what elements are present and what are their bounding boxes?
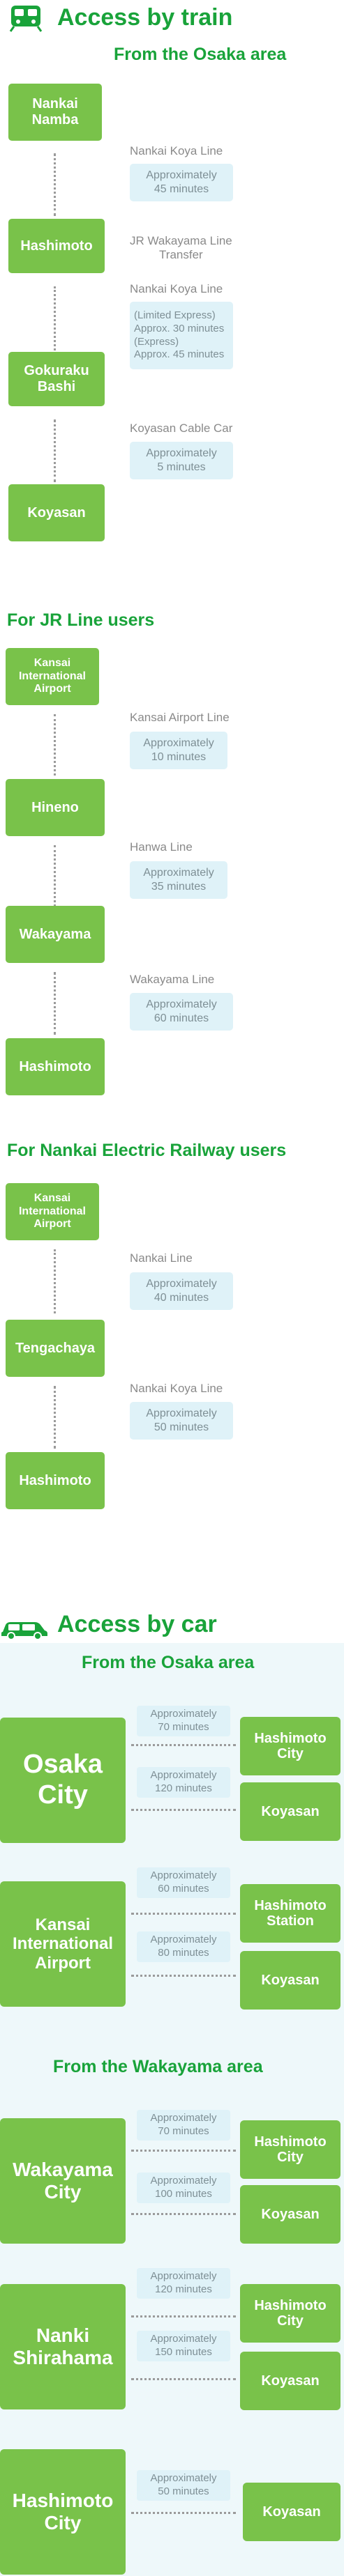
route-connector [54, 153, 56, 216]
station-hashimoto: Hashimoto [8, 219, 105, 273]
route-connector [54, 1249, 56, 1313]
jr-users-heading: For JR Line users [7, 610, 155, 630]
travel-time-badge: Approximately 5 minutes [130, 442, 233, 479]
station-hineno: Hineno [6, 779, 105, 836]
travel-time-badge: Approximately 100 minutes [137, 2173, 230, 2203]
wakayama-car-heading: From the Wakayama area [53, 2057, 263, 2076]
nankai-users-heading: For Nankai Electric Railway users [7, 1141, 287, 1160]
origin-wakayama-city: Wakayama City [0, 2118, 126, 2244]
route-connector [131, 1809, 236, 1811]
travel-time-badge: Approximately 40 minutes [130, 1272, 233, 1310]
line-koyasan-cable: Koyasan Cable Car [130, 422, 233, 435]
route-connector [54, 286, 56, 350]
route-connector [54, 714, 56, 776]
line-hanwa: Hanwa Line [130, 840, 193, 854]
line-nankai-koya: Nankai Koya Line [130, 1382, 223, 1395]
station-tengachaya: Tengachaya [6, 1320, 105, 1377]
station-hashimoto: Hashimoto [6, 1452, 105, 1509]
route-connector [131, 2512, 236, 2514]
osaka-train-heading: From the Osaka area [114, 45, 287, 64]
station-koyasan: Koyasan [8, 484, 105, 541]
line-nankai-koya: Nankai Koya Line [130, 282, 223, 295]
line-kansai-airport: Kansai Airport Line [130, 711, 230, 724]
destination-hashimoto-city: Hashimoto City [240, 1717, 341, 1775]
travel-time-badge: Approximately 120 minutes [137, 1767, 230, 1798]
route-connector [54, 419, 56, 482]
travel-time-badge: Approximately 70 minutes [137, 2110, 230, 2141]
travel-time-badge: Approximately 150 minutes [137, 2331, 230, 2361]
route-connector [131, 1913, 236, 1915]
origin-kansai-airport: Kansai International Airport [0, 1881, 126, 2007]
transfer-note: JR Wakayama Line Transfer [130, 234, 232, 261]
route-connector [131, 1975, 236, 1977]
destination-koyasan: Koyasan [240, 1782, 341, 1841]
station-hashimoto: Hashimoto [6, 1038, 105, 1095]
route-connector [54, 845, 56, 907]
route-connector [131, 1744, 236, 1746]
travel-time-badge: Approximately 70 minutes [137, 1706, 230, 1736]
route-connector [131, 2213, 236, 2215]
travel-time-badge: Approximately 35 minutes [130, 861, 227, 899]
route-connector [131, 2315, 236, 2317]
route-connector [54, 972, 56, 1035]
travel-time-badge: Approximately 50 minutes [137, 2470, 230, 2501]
train-icon [8, 4, 43, 32]
line-wakayama: Wakayama Line [130, 973, 215, 986]
destination-koyasan: Koyasan [240, 2352, 341, 2410]
line-nankai: Nankai Line [130, 1251, 193, 1265]
origin-osaka-city: Osaka City [0, 1718, 126, 1843]
destination-hashimoto-station: Hashimoto Station [240, 1884, 341, 1943]
travel-time-badge: Approximately 60 minutes [137, 1867, 230, 1898]
destination-koyasan: Koyasan [240, 1951, 341, 2010]
station-kansai-airport: Kansai International Airport [6, 648, 99, 705]
origin-hashimoto-city: Hashimoto City [0, 2449, 126, 2575]
destination-hashimoto-city: Hashimoto City [240, 2284, 341, 2343]
travel-time-badge: Approximately 80 minutes [137, 1931, 230, 1962]
travel-time-badge: Approximately 60 minutes [130, 993, 233, 1031]
station-kansai-airport: Kansai International Airport [6, 1183, 99, 1240]
travel-time-badge: Approximately 10 minutes [130, 732, 227, 769]
station-nankai-namba: Nankai Namba [8, 84, 102, 141]
travel-time-badge: Approximately 45 minutes [130, 164, 233, 201]
route-connector [54, 1386, 56, 1449]
route-connector [131, 2378, 236, 2380]
destination-koyasan: Koyasan [240, 2185, 341, 2244]
car-section-title: Access by car [57, 1611, 217, 1637]
destination-koyasan: Koyasan [243, 2483, 341, 2541]
station-wakayama: Wakayama [6, 906, 105, 963]
osaka-car-heading: From the Osaka area [82, 1653, 255, 1672]
origin-nanki-shirahama: Nanki Shirahama [0, 2284, 126, 2409]
travel-time-badge: Approximately 120 minutes [137, 2268, 230, 2299]
line-nankai-koya: Nankai Koya Line [130, 144, 223, 157]
travel-time-badge: Approximately 50 minutes [130, 1402, 233, 1440]
travel-time-badge: (Limited Express) Approx. 30 minutes (Ex… [130, 302, 233, 369]
car-icon [0, 1617, 49, 1640]
train-section-title: Access by train [57, 4, 233, 31]
station-gokuraku-bashi: Gokuraku Bashi [8, 352, 105, 406]
destination-hashimoto-city: Hashimoto City [240, 2120, 341, 2179]
route-connector [131, 2150, 236, 2152]
